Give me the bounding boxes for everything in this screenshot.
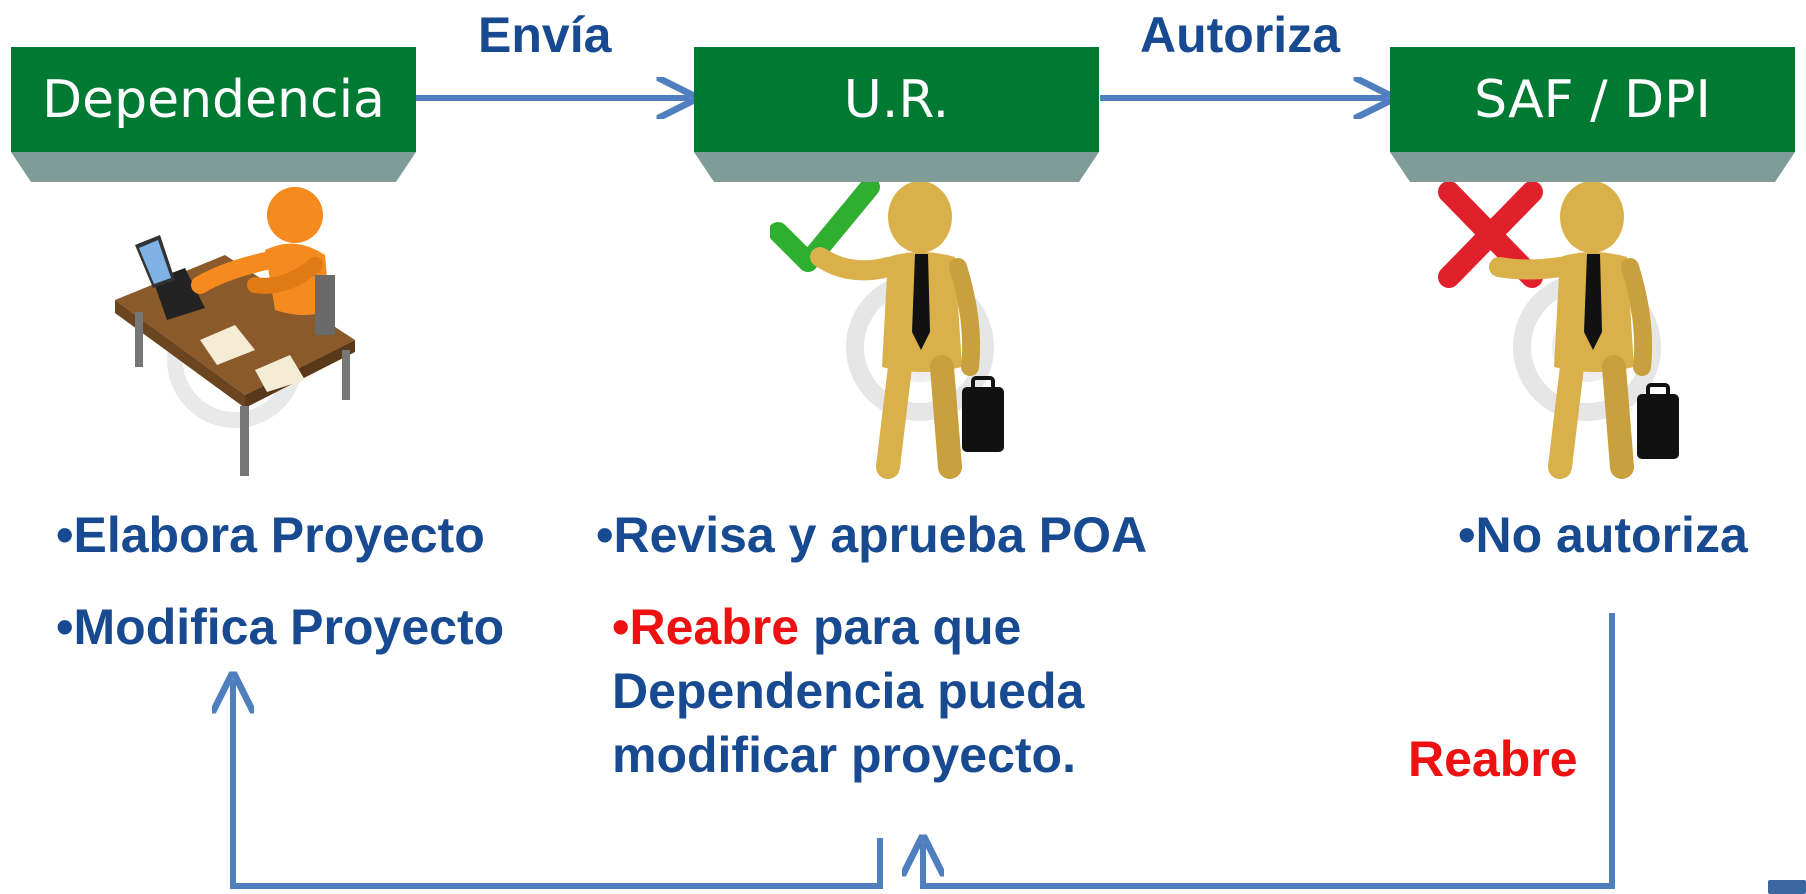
- reabre-rest: para que: [799, 599, 1022, 655]
- reabre-line3: modificar proyecto.: [612, 727, 1076, 783]
- saf-to-ur-arrow: [923, 613, 1615, 889]
- saf-label: SAF / DPI: [1390, 47, 1795, 152]
- corner-tab: [1768, 880, 1806, 894]
- reabre-bullet: •: [612, 599, 630, 655]
- reabre-line2: Dependencia pueda: [612, 663, 1085, 719]
- revisa-aprueba-poa: •Revisa y aprueba POA: [596, 507, 1148, 563]
- reabre-word: Reabre: [629, 599, 800, 655]
- person-at-desk-icon: [115, 187, 355, 476]
- gold-person-x-icon: [1438, 182, 1679, 479]
- autoriza-label: Autoriza: [1140, 7, 1340, 63]
- reabre-label: Reabre: [1408, 731, 1578, 787]
- envia-label: Envía: [478, 7, 612, 63]
- gold-person-check-icon: [770, 182, 1004, 479]
- box-shadow: [11, 152, 416, 182]
- box-shadow: [1390, 152, 1795, 182]
- modifica-proyecto: •Modifica Proyecto: [56, 599, 505, 655]
- elabora-proyecto: •Elabora Proyecto: [56, 507, 485, 563]
- no-autoriza: •No autoriza: [1458, 507, 1748, 563]
- ur-to-dependencia-arrow: [233, 680, 883, 889]
- reabre-line1: •Reabre para que: [612, 598, 1021, 656]
- box-shadow: [694, 152, 1099, 182]
- ur-label: U.R.: [694, 47, 1099, 152]
- dependencia-label: Dependencia: [11, 47, 416, 152]
